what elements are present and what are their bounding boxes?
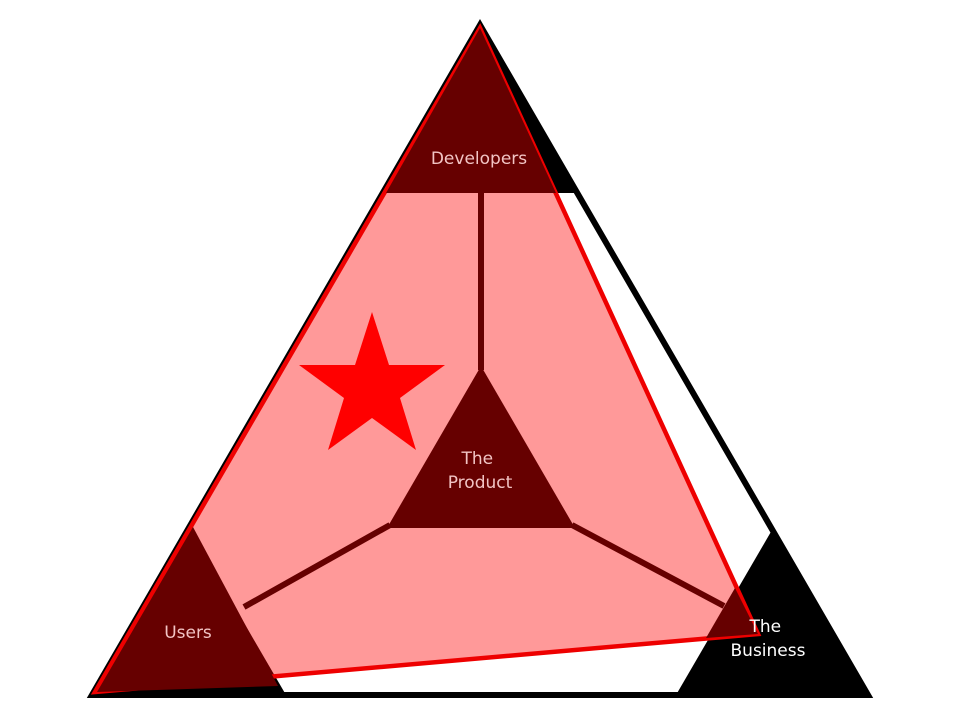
business-label-line-1: The [748,617,781,637]
star-icon [299,312,445,450]
developers-label: Developers [431,149,527,169]
users-corner [97,527,278,692]
connector-users-product [242,522,392,610]
users-label: Users [164,623,212,643]
product-triangle [387,366,575,528]
business-label-line-2: Business [731,641,806,661]
business-label: The Business [731,617,806,661]
product-label-line-1: The [460,449,493,469]
product-label: The Product [448,449,513,493]
developers-corner [386,28,556,193]
connector-business-product [570,522,726,609]
business-corner-overlay [706,588,758,638]
highlight-overlay-triangle [90,23,762,695]
product-label-line-2: Product [448,473,513,493]
business-corner [676,530,868,695]
